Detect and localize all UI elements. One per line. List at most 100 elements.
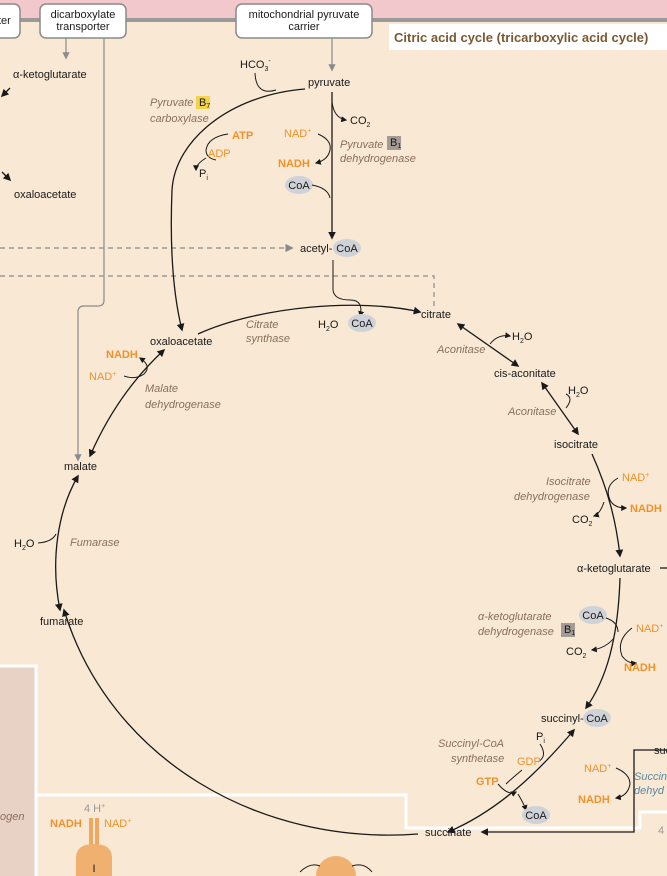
svg-text:synthase: synthase bbox=[246, 333, 290, 345]
aconitase-2-label: Aconitase bbox=[507, 406, 556, 418]
alpha-ketoglutarate: α-ketoglutarate bbox=[577, 563, 651, 575]
nad-plus-5: NAD+ bbox=[89, 371, 116, 383]
succinyl-coa-synthetase-label: Succinyl-CoA bbox=[438, 738, 504, 750]
dashed-citrate-line bbox=[0, 275, 435, 306]
svg-text:dehydrogenase: dehydrogenase bbox=[514, 491, 590, 503]
isocitrate: isocitrate bbox=[554, 439, 598, 451]
svg-text:B7: B7 bbox=[199, 97, 210, 110]
svg-text:B1: B1 bbox=[564, 624, 575, 637]
svg-text:carrier: carrier bbox=[288, 21, 320, 33]
atp: ATP bbox=[232, 130, 253, 142]
malate-dehydrogenase-arrow bbox=[88, 348, 166, 458]
adp: ADP bbox=[208, 148, 231, 160]
hco3: HCO3- bbox=[240, 58, 271, 73]
b1-badge-2: B1 bbox=[561, 623, 575, 637]
svg-text:dehydrogenase: dehydrogenase bbox=[145, 399, 221, 411]
pi-2: Pi bbox=[536, 731, 545, 745]
pyruvate-dehydrogenase-label: Pyruvate bbox=[340, 139, 383, 151]
isocitrate-dehydrogenase-arrow bbox=[591, 453, 624, 558]
alpha-ketoglutarate-left: α-ketoglutarate bbox=[13, 69, 87, 81]
coa-pill-2: CoA bbox=[348, 314, 376, 332]
svg-text:mitochondrial pyruvate: mitochondrial pyruvate bbox=[249, 9, 360, 21]
bottom-complex-shape bbox=[316, 856, 356, 876]
svg-text:dehydrogenase: dehydrogenase bbox=[478, 626, 554, 638]
diagram-title: Citric acid cycle (tricarboxylic acid cy… bbox=[394, 30, 648, 45]
succinate-right-cut: suc bbox=[654, 745, 667, 757]
fumarate: fumarate bbox=[40, 616, 83, 628]
dicarboxylate-transporter-box: dicarboxylate transporter bbox=[39, 3, 127, 39]
succinate-dehydrogenase-line bbox=[480, 749, 667, 836]
nadh-5: NADH bbox=[106, 349, 138, 361]
isocitrate-dehydrogenase-label: Isocitrate bbox=[546, 476, 591, 488]
svg-text:dicarboxylate: dicarboxylate bbox=[51, 9, 116, 21]
nadh-4: NADH bbox=[578, 794, 610, 806]
fumarase-label: Fumarase bbox=[70, 537, 120, 549]
pi-1: Pi bbox=[199, 168, 208, 182]
acetyl-coa: acetyl- bbox=[300, 243, 333, 255]
side-panel bbox=[0, 666, 36, 876]
svg-text:CoA: CoA bbox=[288, 180, 310, 192]
nad-plus-2: NAD+ bbox=[622, 472, 649, 484]
succinate: succinate bbox=[425, 827, 471, 839]
aconitase-2-arrow bbox=[541, 381, 579, 436]
four-h-plus: 4 H+ bbox=[84, 803, 105, 815]
pyruvate-carboxylase-arrow bbox=[170, 88, 306, 332]
svg-text:synthetase: synthetase bbox=[451, 753, 504, 765]
nadh-2: NADH bbox=[630, 503, 662, 515]
succinate-dehydrogenase-label: Succin bbox=[634, 771, 667, 783]
nad-plus-1: NAD+ bbox=[284, 128, 311, 140]
nadh-1: NADH bbox=[278, 158, 310, 170]
nadh-6: NADH bbox=[50, 818, 82, 830]
succinate-to-fumarate-arrow bbox=[62, 608, 419, 836]
cis-aconitate: cis-aconitate bbox=[494, 368, 556, 380]
svg-text:CoA: CoA bbox=[351, 318, 373, 330]
svg-text:CoA: CoA bbox=[336, 243, 358, 255]
h2o-4: H2O bbox=[14, 538, 35, 552]
complex-i-shape bbox=[76, 844, 112, 876]
co2-3: CO2 bbox=[566, 646, 587, 660]
succinyl-coa: succinyl- bbox=[541, 713, 584, 725]
succinyl-coa-synthetase-arrow bbox=[446, 728, 576, 834]
ogen-fragment: ogen bbox=[0, 811, 24, 823]
svg-text:B1: B1 bbox=[390, 137, 401, 150]
b7-badge: B7 bbox=[196, 96, 210, 110]
citrate-synthase-arrow bbox=[197, 304, 422, 335]
coa-pill-3: CoA bbox=[579, 606, 607, 624]
gtp: GTP bbox=[476, 776, 499, 788]
svg-text:dehydrogenase: dehydrogenase bbox=[340, 153, 416, 165]
oxaloacetate-left: oxaloacetate bbox=[14, 189, 76, 201]
svg-text:CoA: CoA bbox=[586, 713, 608, 725]
nad-plus-6: NAD+ bbox=[104, 818, 131, 830]
left-transporter-box: ter bbox=[0, 3, 21, 39]
complex-number: 4 bbox=[658, 825, 664, 837]
complex-i-label: I bbox=[92, 863, 95, 875]
nad-plus-4: NAD+ bbox=[584, 763, 611, 775]
nad-plus-3: NAD+ bbox=[636, 623, 663, 635]
malate: malate bbox=[64, 461, 97, 473]
svg-text:ter: ter bbox=[0, 15, 11, 27]
svg-text:carboxylase: carboxylase bbox=[150, 113, 209, 125]
malate-dehydrogenase-label: Malate bbox=[145, 383, 178, 395]
coa-pill-acetyl: CoA bbox=[333, 239, 361, 257]
svg-text:transporter: transporter bbox=[56, 21, 110, 33]
pyruvate-carboxylase-label: Pyruvate bbox=[150, 97, 193, 109]
coa-pill-4: CoA bbox=[522, 806, 550, 824]
co2-2: CO2 bbox=[572, 514, 593, 528]
h2o-1: H2O bbox=[318, 319, 339, 333]
akg-dehydrogenase-label: α-ketoglutarate bbox=[478, 611, 552, 623]
title-background bbox=[389, 24, 667, 50]
b1-badge-1: B1 bbox=[387, 136, 401, 150]
h2o-2: H2O bbox=[512, 331, 533, 345]
nadh-3: NADH bbox=[624, 662, 656, 674]
akg-dehydrogenase-arrow bbox=[585, 577, 621, 710]
svg-text:CoA: CoA bbox=[582, 610, 604, 622]
fumarase-arrow bbox=[54, 474, 79, 612]
h2o-3: H2O bbox=[568, 385, 589, 399]
oxaloacetate: oxaloacetate bbox=[150, 336, 212, 348]
svg-text:dehyd: dehyd bbox=[634, 785, 665, 797]
citrate-synthase-label: Citrate bbox=[246, 319, 278, 331]
gdp: GDP bbox=[517, 756, 541, 768]
coa-pill-succinyl: CoA bbox=[583, 709, 611, 727]
coa-pill-1: CoA bbox=[285, 176, 313, 194]
